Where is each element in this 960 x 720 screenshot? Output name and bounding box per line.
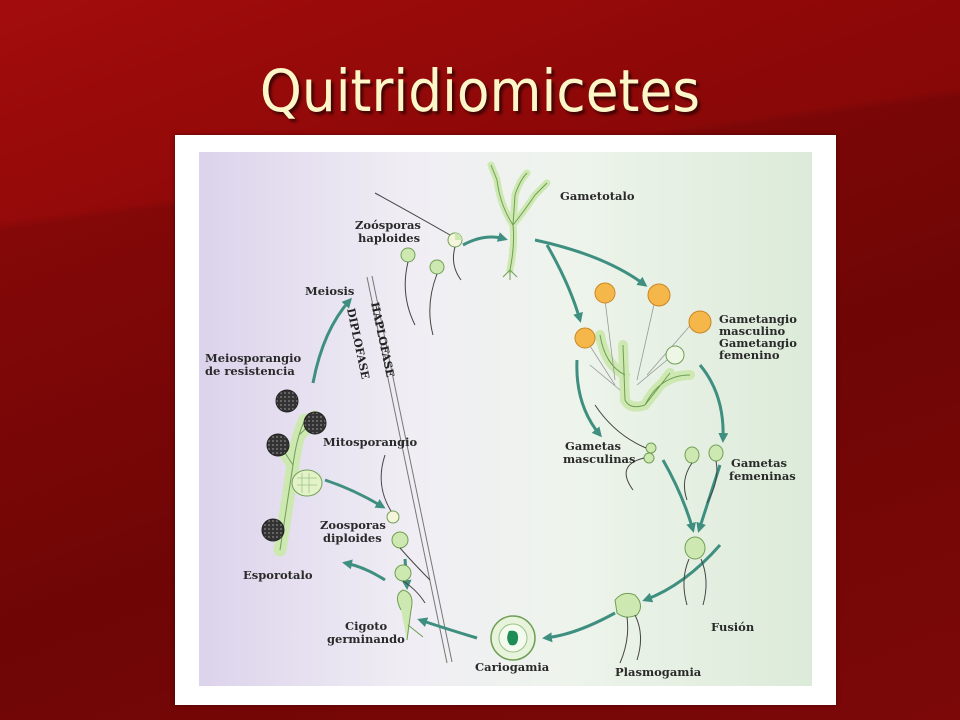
male-gametangium-3 xyxy=(688,310,712,334)
label-meiosporangio-2: de resistencia xyxy=(205,364,295,378)
label-plasmogamia: Plasmogamia xyxy=(615,665,702,679)
arrow-zoospores-to-gametothallus xyxy=(462,232,508,247)
arrow-to-female-gametangium xyxy=(545,244,583,323)
arrow-to-zygote xyxy=(417,617,478,640)
male-gametangium-4 xyxy=(574,327,596,349)
label-gametas-masculinas-2: masculinas xyxy=(563,452,635,466)
plasmogamia-drawing xyxy=(614,592,641,664)
diagram-labels: Gametotalo Zoósporas haploides Meiosis M… xyxy=(205,189,797,679)
meiosporangium-2 xyxy=(303,411,327,435)
life-cycle-diagram: HAPLOFASE DIPLOFASE xyxy=(199,152,812,686)
arrow-to-male-gametangium xyxy=(534,238,648,287)
label-zoosporas-haploides-1: Zoósporas xyxy=(355,218,421,232)
female-gametangium xyxy=(665,345,685,365)
arrow-to-fusion-left xyxy=(661,459,696,533)
diagram-panel xyxy=(199,152,812,686)
label-zoosporas-diploides-2: diploides xyxy=(323,531,382,545)
label-meiosporangio-1: Meiosporangio xyxy=(205,351,302,365)
arrow-mitosporangium-to-zoospores xyxy=(324,478,386,509)
label-gametas-femeninas-2: femeninas xyxy=(729,469,796,483)
arrow-to-female-gametes xyxy=(698,364,729,443)
label-cigoto-1: Cigoto xyxy=(345,619,388,633)
male-gametangium-2 xyxy=(647,283,671,307)
arrow-to-esporotalo xyxy=(342,559,386,582)
mitosporangium xyxy=(291,469,323,497)
fusion-drawing xyxy=(683,536,707,606)
zygote-drawing xyxy=(397,589,424,641)
label-zoosporas-diploides-1: Zoosporas xyxy=(320,518,386,532)
label-gametangio-masculino-2: masculino xyxy=(719,324,786,338)
label-meiosis: Meiosis xyxy=(305,284,354,298)
meiosporangium-4 xyxy=(261,518,285,542)
label-gametotalo: Gametotalo xyxy=(560,189,635,203)
label-esporotalo: Esporotalo xyxy=(243,568,313,582)
gametes-drawing xyxy=(594,404,724,504)
diploid-zoospores-drawing xyxy=(380,454,431,604)
label-cariogamia: Cariogamia xyxy=(475,660,550,674)
arrow-to-cariogamia xyxy=(542,611,616,643)
label-cigoto-2: germinando xyxy=(327,632,405,646)
arrow-to-male-gametes xyxy=(575,359,602,438)
phase-divider xyxy=(366,275,453,664)
haploid-zoospores-drawing xyxy=(374,192,463,336)
label-gametangio-masculino-1: Gametangio xyxy=(719,312,797,326)
label-gametas-femeninas-1: Gametas xyxy=(731,456,787,470)
male-gametangium-1 xyxy=(594,282,616,304)
label-mitosporangio: Mitosporangio xyxy=(323,435,418,449)
cariogamia-drawing xyxy=(490,615,536,661)
label-fusion: Fusión xyxy=(711,620,755,634)
slide-title: Quitridiomicetes xyxy=(259,57,701,125)
arrow-meiosis xyxy=(311,297,353,384)
label-gametangio-femenino-2: femenino xyxy=(719,348,780,362)
life-cycle-figure: HAPLOFASE DIPLOFASE xyxy=(175,135,836,705)
gametangia-drawing xyxy=(574,282,712,412)
meiosporangium-3 xyxy=(266,433,290,457)
meiosporangium-1 xyxy=(275,389,299,413)
label-zoosporas-haploides-2: haploides xyxy=(358,231,420,245)
label-gametas-masculinas-1: Gametas xyxy=(565,439,621,453)
sporothallus-drawing xyxy=(261,389,327,557)
label-gametangio-femenino-1: Gametangio xyxy=(719,336,797,350)
gametothallus-drawing xyxy=(487,161,551,280)
